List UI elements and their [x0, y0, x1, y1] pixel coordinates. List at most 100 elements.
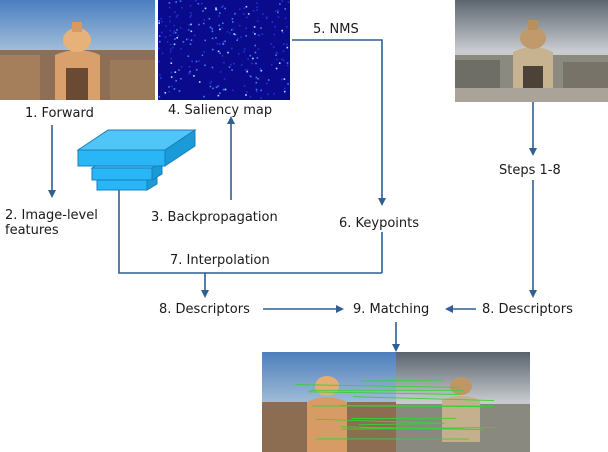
- saliency-speck: [257, 48, 260, 50]
- saliency-speck: [178, 90, 181, 92]
- label-keypoints: 6. Keypoints: [339, 216, 420, 231]
- saliency-speck: [256, 2, 258, 4]
- saliency-speck: [176, 14, 179, 16]
- label-backpropagation: 3. Backpropagation: [151, 210, 278, 225]
- saliency-speck: [226, 30, 229, 33]
- saliency-speck: [260, 69, 263, 72]
- saliency-speck: [219, 43, 221, 45]
- saliency-speck: [282, 31, 284, 34]
- saliency-speck: [158, 60, 161, 63]
- saliency-speck: [233, 62, 235, 65]
- saliency-speck: [195, 60, 198, 63]
- saliency-speck: [265, 17, 268, 20]
- source-photo-image: [0, 0, 155, 100]
- saliency-speck: [173, 88, 176, 90]
- saliency-speck: [244, 69, 247, 71]
- saliency-speck: [201, 2, 203, 5]
- saliency-speck: [204, 7, 207, 10]
- saliency-speck: [161, 20, 163, 23]
- saliency-speck: [189, 5, 192, 7]
- matched-pair-image: [262, 352, 530, 452]
- saliency-speck: [180, 66, 183, 68]
- saliency-speck: [211, 27, 213, 30]
- saliency-speck: [229, 32, 231, 34]
- target-photo: [455, 0, 608, 102]
- saliency-speck: [261, 33, 264, 35]
- saliency-speck: [173, 24, 176, 27]
- saliency-speck: [260, 89, 262, 92]
- saliency-speck: [252, 10, 255, 12]
- saliency-speck: [258, 34, 261, 37]
- saliency-speck: [249, 95, 252, 98]
- saliency-speck: [254, 44, 256, 47]
- saliency-speck: [158, 22, 160, 24]
- saliency-speck: [223, 62, 225, 64]
- saliency-speck: [272, 46, 275, 48]
- saliency-speck: [203, 19, 206, 21]
- saliency-speck: [186, 38, 188, 41]
- saliency-speck: [169, 34, 172, 37]
- feature-block-stack: [76, 129, 197, 191]
- saliency-speck: [161, 52, 164, 55]
- saliency-speck: [286, 62, 289, 64]
- saliency-speck: [256, 20, 259, 23]
- saliency-speck: [239, 8, 241, 11]
- target-photo-image: [455, 0, 608, 102]
- saliency-speck: [286, 64, 289, 67]
- saliency-speck: [198, 23, 200, 26]
- saliency-speck: [281, 78, 283, 81]
- saliency-speck: [275, 54, 277, 56]
- saliency-speck: [219, 92, 221, 94]
- saliency-speck: [281, 29, 283, 32]
- saliency-speck: [256, 57, 259, 59]
- saliency-speck: [222, 43, 225, 45]
- saliency-speck: [215, 37, 217, 39]
- match-line: [295, 384, 460, 388]
- saliency-speck: [286, 46, 289, 49]
- saliency-speck: [243, 85, 246, 87]
- saliency-speck: [169, 43, 172, 46]
- saliency-speck: [283, 90, 286, 93]
- saliency-speck: [189, 16, 192, 18]
- saliency-speck: [174, 11, 176, 14]
- saliency-speck: [224, 7, 226, 10]
- saliency-speck: [257, 78, 259, 80]
- saliency-speck: [237, 37, 239, 40]
- saliency-speck: [242, 13, 245, 15]
- match-line: [307, 391, 460, 395]
- saliency-speck: [253, 26, 256, 28]
- saliency-speck: [173, 30, 176, 32]
- saliency-speck: [286, 43, 288, 46]
- saliency-speck: [190, 30, 193, 33]
- saliency-speck: [174, 31, 177, 34]
- saliency-speck: [190, 14, 193, 17]
- saliency-speck: [210, 80, 213, 83]
- saliency-speck: [255, 88, 258, 91]
- saliency-speck: [179, 0, 182, 2]
- label-descriptors-left: 8. Descriptors: [159, 302, 250, 317]
- saliency-speck: [215, 7, 217, 9]
- saliency-speck: [222, 88, 225, 91]
- saliency-speck: [161, 31, 163, 34]
- saliency-speck: [202, 10, 204, 12]
- saliency-speck: [193, 75, 195, 77]
- saliency-speck: [231, 29, 233, 31]
- saliency-speck: [256, 90, 258, 93]
- saliency-speck: [277, 16, 280, 18]
- saliency-speck: [175, 1, 177, 3]
- saliency-speck: [178, 69, 180, 71]
- saliency-speck: [188, 24, 191, 26]
- saliency-speck: [219, 71, 222, 73]
- saliency-map-image: [158, 0, 290, 100]
- saliency-speck: [224, 88, 227, 91]
- label-steps: Steps 1-8: [499, 163, 561, 178]
- saliency-speck: [255, 62, 257, 65]
- match-line: [339, 405, 483, 407]
- saliency-speck: [256, 9, 258, 11]
- saliency-speck: [222, 5, 224, 7]
- saliency-speck: [260, 27, 262, 29]
- saliency-speck: [230, 63, 232, 66]
- saliency-speck: [231, 69, 233, 71]
- saliency-speck: [283, 78, 286, 80]
